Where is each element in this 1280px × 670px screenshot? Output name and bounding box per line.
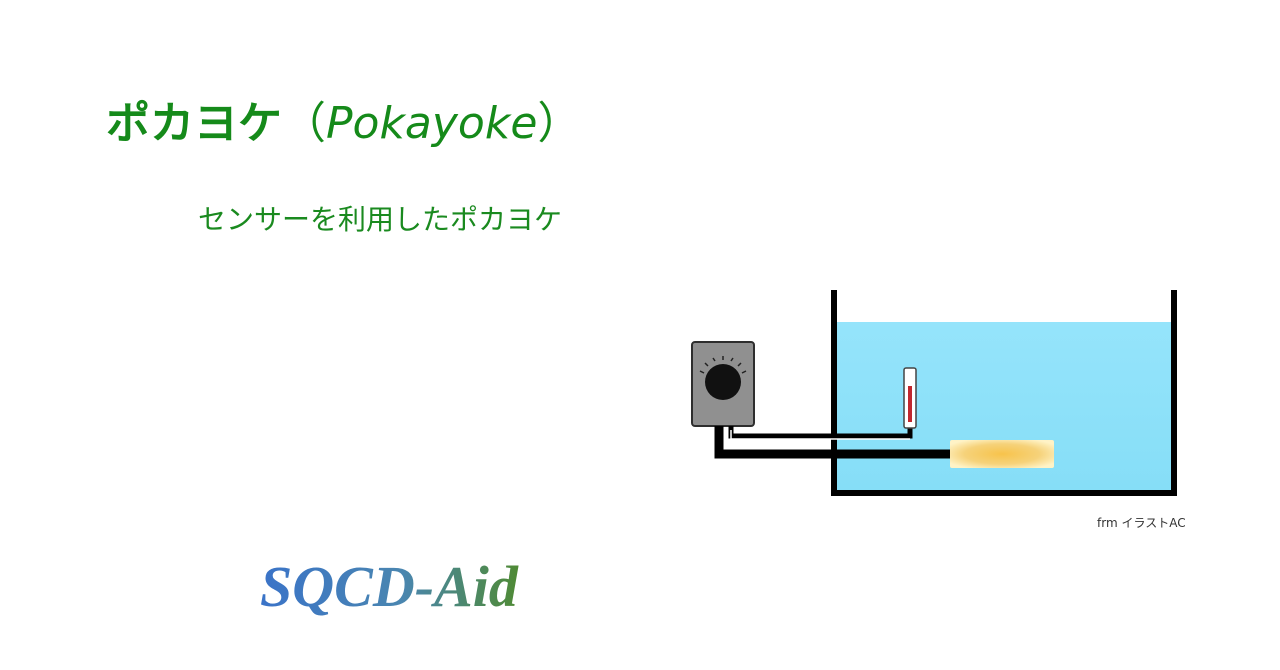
dial-tick [737, 362, 742, 367]
slide-title: ポカヨケ（Pokayoke） [106, 92, 581, 156]
controller-dial [705, 364, 741, 400]
thermometer-icon [903, 367, 917, 429]
dial-tick [741, 370, 747, 374]
tank-wall [831, 290, 1177, 496]
heater [950, 440, 1054, 468]
sqcd-aid-logo: SQCD-Aid [260, 554, 519, 619]
heater-icon [950, 440, 1054, 468]
dial-tick [699, 370, 705, 374]
slide-title-latin: Pokayoke [326, 98, 538, 149]
wiring [714, 426, 952, 459]
slide-subtitle: センサーを利用したポカヨケ [198, 203, 563, 236]
slide-title-main: ポカヨケ [106, 98, 282, 149]
thermometer-mercury [908, 386, 912, 422]
dial-tick [712, 357, 716, 362]
dial-tick [730, 357, 734, 362]
illustration-credit: frm イラストAC [1097, 516, 1186, 530]
temperature-controller-icon [691, 341, 755, 427]
slide-title-close-paren: ） [537, 98, 582, 149]
sensor-wire-highlight [730, 430, 910, 440]
slide-title-open-paren: （ [282, 98, 326, 149]
sensor-pokayoke-illustration [691, 290, 1177, 496]
dial-tick [704, 362, 709, 367]
logo-text: SQCD-Aid [260, 554, 519, 619]
heater-wire [714, 426, 952, 459]
